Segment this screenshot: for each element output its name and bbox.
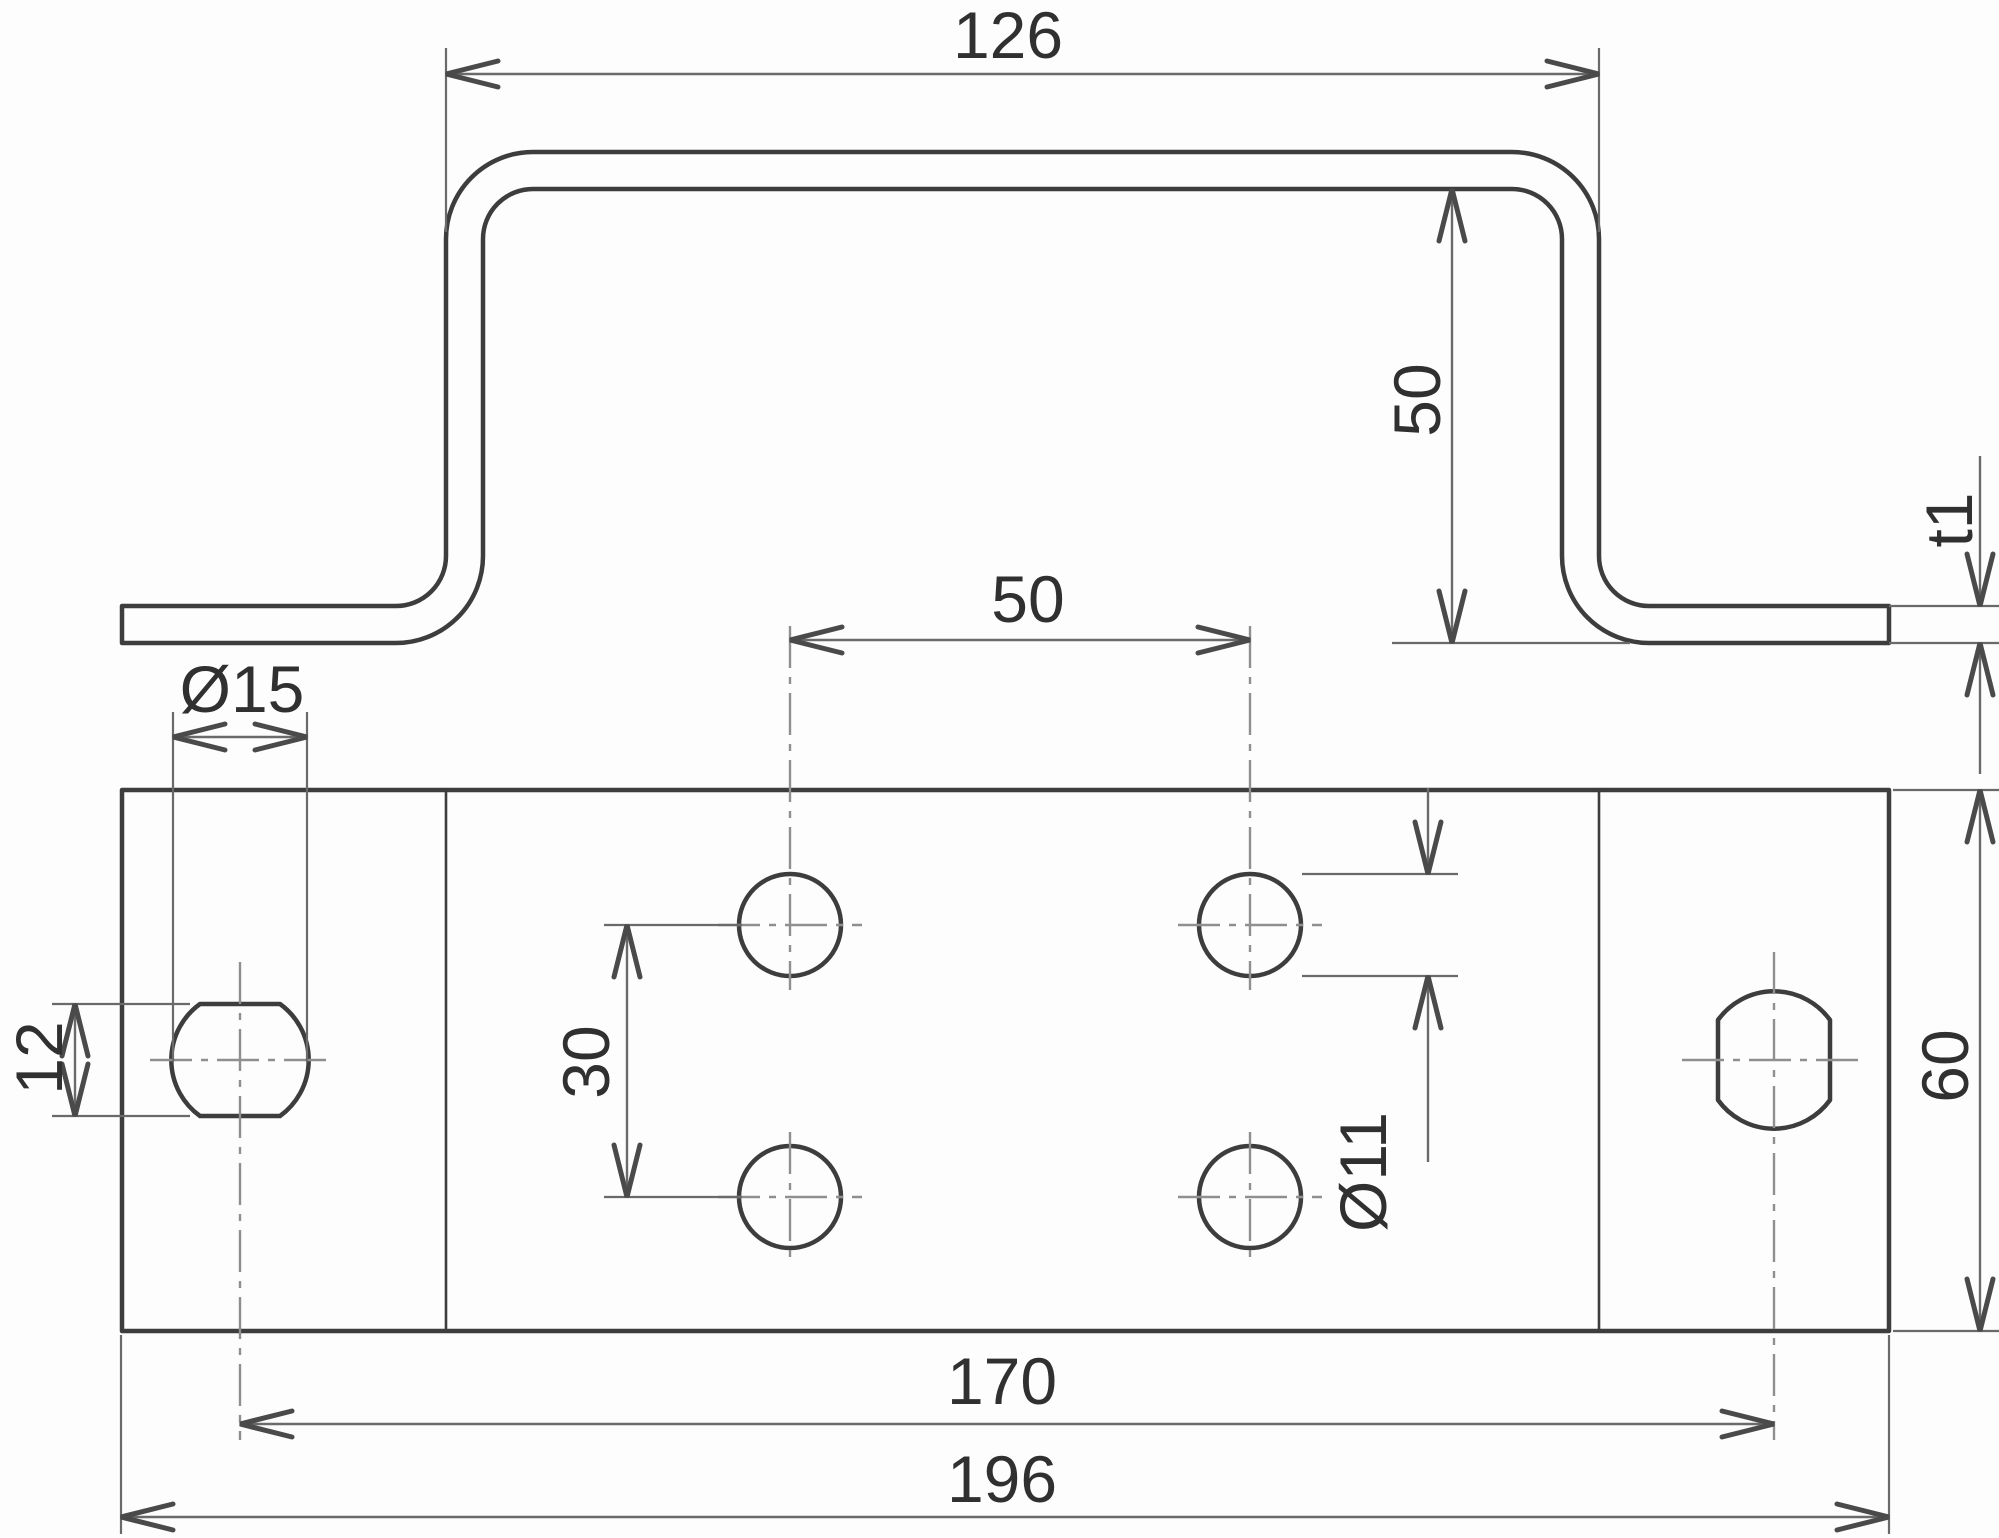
dim-hat-height-label: 50 xyxy=(1380,363,1454,436)
plan-view xyxy=(119,787,1892,1334)
dim-hole-spacing-horizontal-label: 50 xyxy=(991,562,1064,636)
centerlines xyxy=(150,626,1866,1440)
arrowheads xyxy=(59,58,1996,1533)
dim-hole-spacing-vertical-label: 30 xyxy=(549,1025,623,1098)
dim-slot-diameter-label: Ø15 xyxy=(180,652,305,726)
dim-plate-depth-label: 60 xyxy=(1908,1029,1982,1102)
plate-outline xyxy=(119,787,1892,1334)
dim-slot-across-flats-label: 12 xyxy=(2,1021,76,1094)
dim-plate-length-label: 196 xyxy=(947,1442,1057,1516)
dimension-labels: 126 50 t1 50 Ø15 12 30 Ø11 60 170 196 xyxy=(2,0,1986,1516)
dimension-lines xyxy=(73,72,1982,1519)
dim-sheet-thickness-label: t1 xyxy=(1912,492,1986,547)
slot-hole-right xyxy=(1715,989,1833,1131)
dim-hole-diameter-label: Ø11 xyxy=(1326,1112,1400,1232)
dim-hat-outer-width-label: 126 xyxy=(953,0,1063,72)
dim-slot-center-distance-label: 170 xyxy=(947,1344,1057,1418)
slot-hole-left xyxy=(169,1001,311,1119)
